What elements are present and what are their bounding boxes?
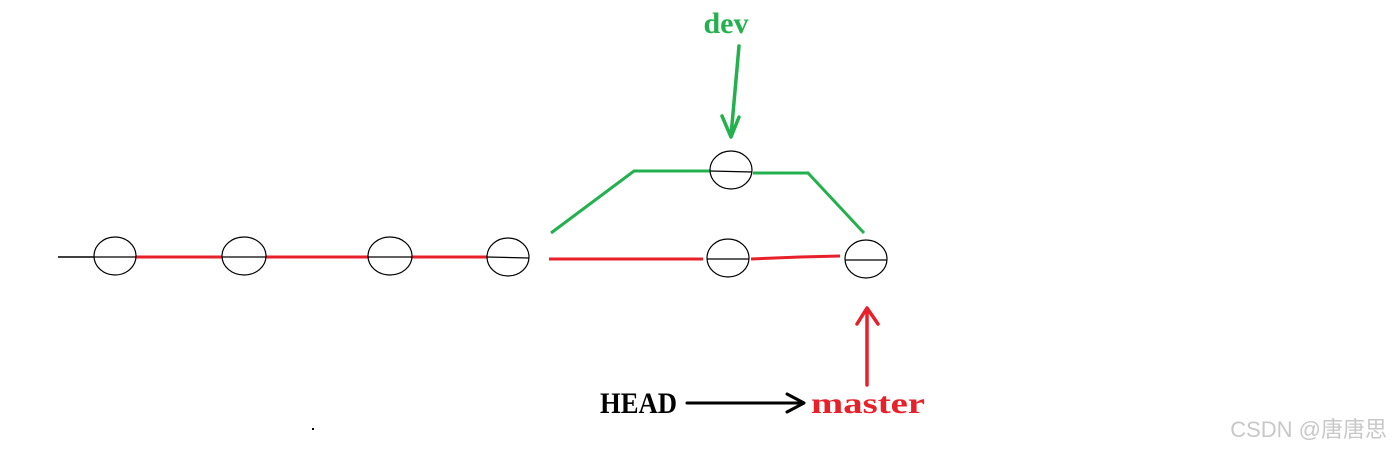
dev-pointer-arrow bbox=[720, 44, 741, 139]
dev-label: dev bbox=[704, 7, 749, 40]
commit-node-1 bbox=[93, 236, 137, 276]
commit-node-dev bbox=[709, 150, 753, 190]
dev-branch-line-merge bbox=[753, 171, 866, 235]
commit-node-2 bbox=[221, 236, 267, 276]
head-label: HEAD bbox=[600, 387, 677, 420]
commit-node-3 bbox=[367, 236, 413, 276]
head-pointer-arrow bbox=[685, 392, 806, 414]
stray-dot bbox=[312, 428, 314, 430]
watermark: CSDN @唐唐思 bbox=[1230, 417, 1387, 442]
commit-node-4 bbox=[486, 237, 530, 277]
commit-node-merge bbox=[844, 239, 888, 279]
master-label: master bbox=[811, 387, 925, 420]
commit-node-5 bbox=[706, 238, 750, 278]
dev-branch-line bbox=[550, 169, 710, 235]
master-branch-line bbox=[136, 254, 841, 261]
master-pointer-arrow bbox=[855, 306, 880, 387]
